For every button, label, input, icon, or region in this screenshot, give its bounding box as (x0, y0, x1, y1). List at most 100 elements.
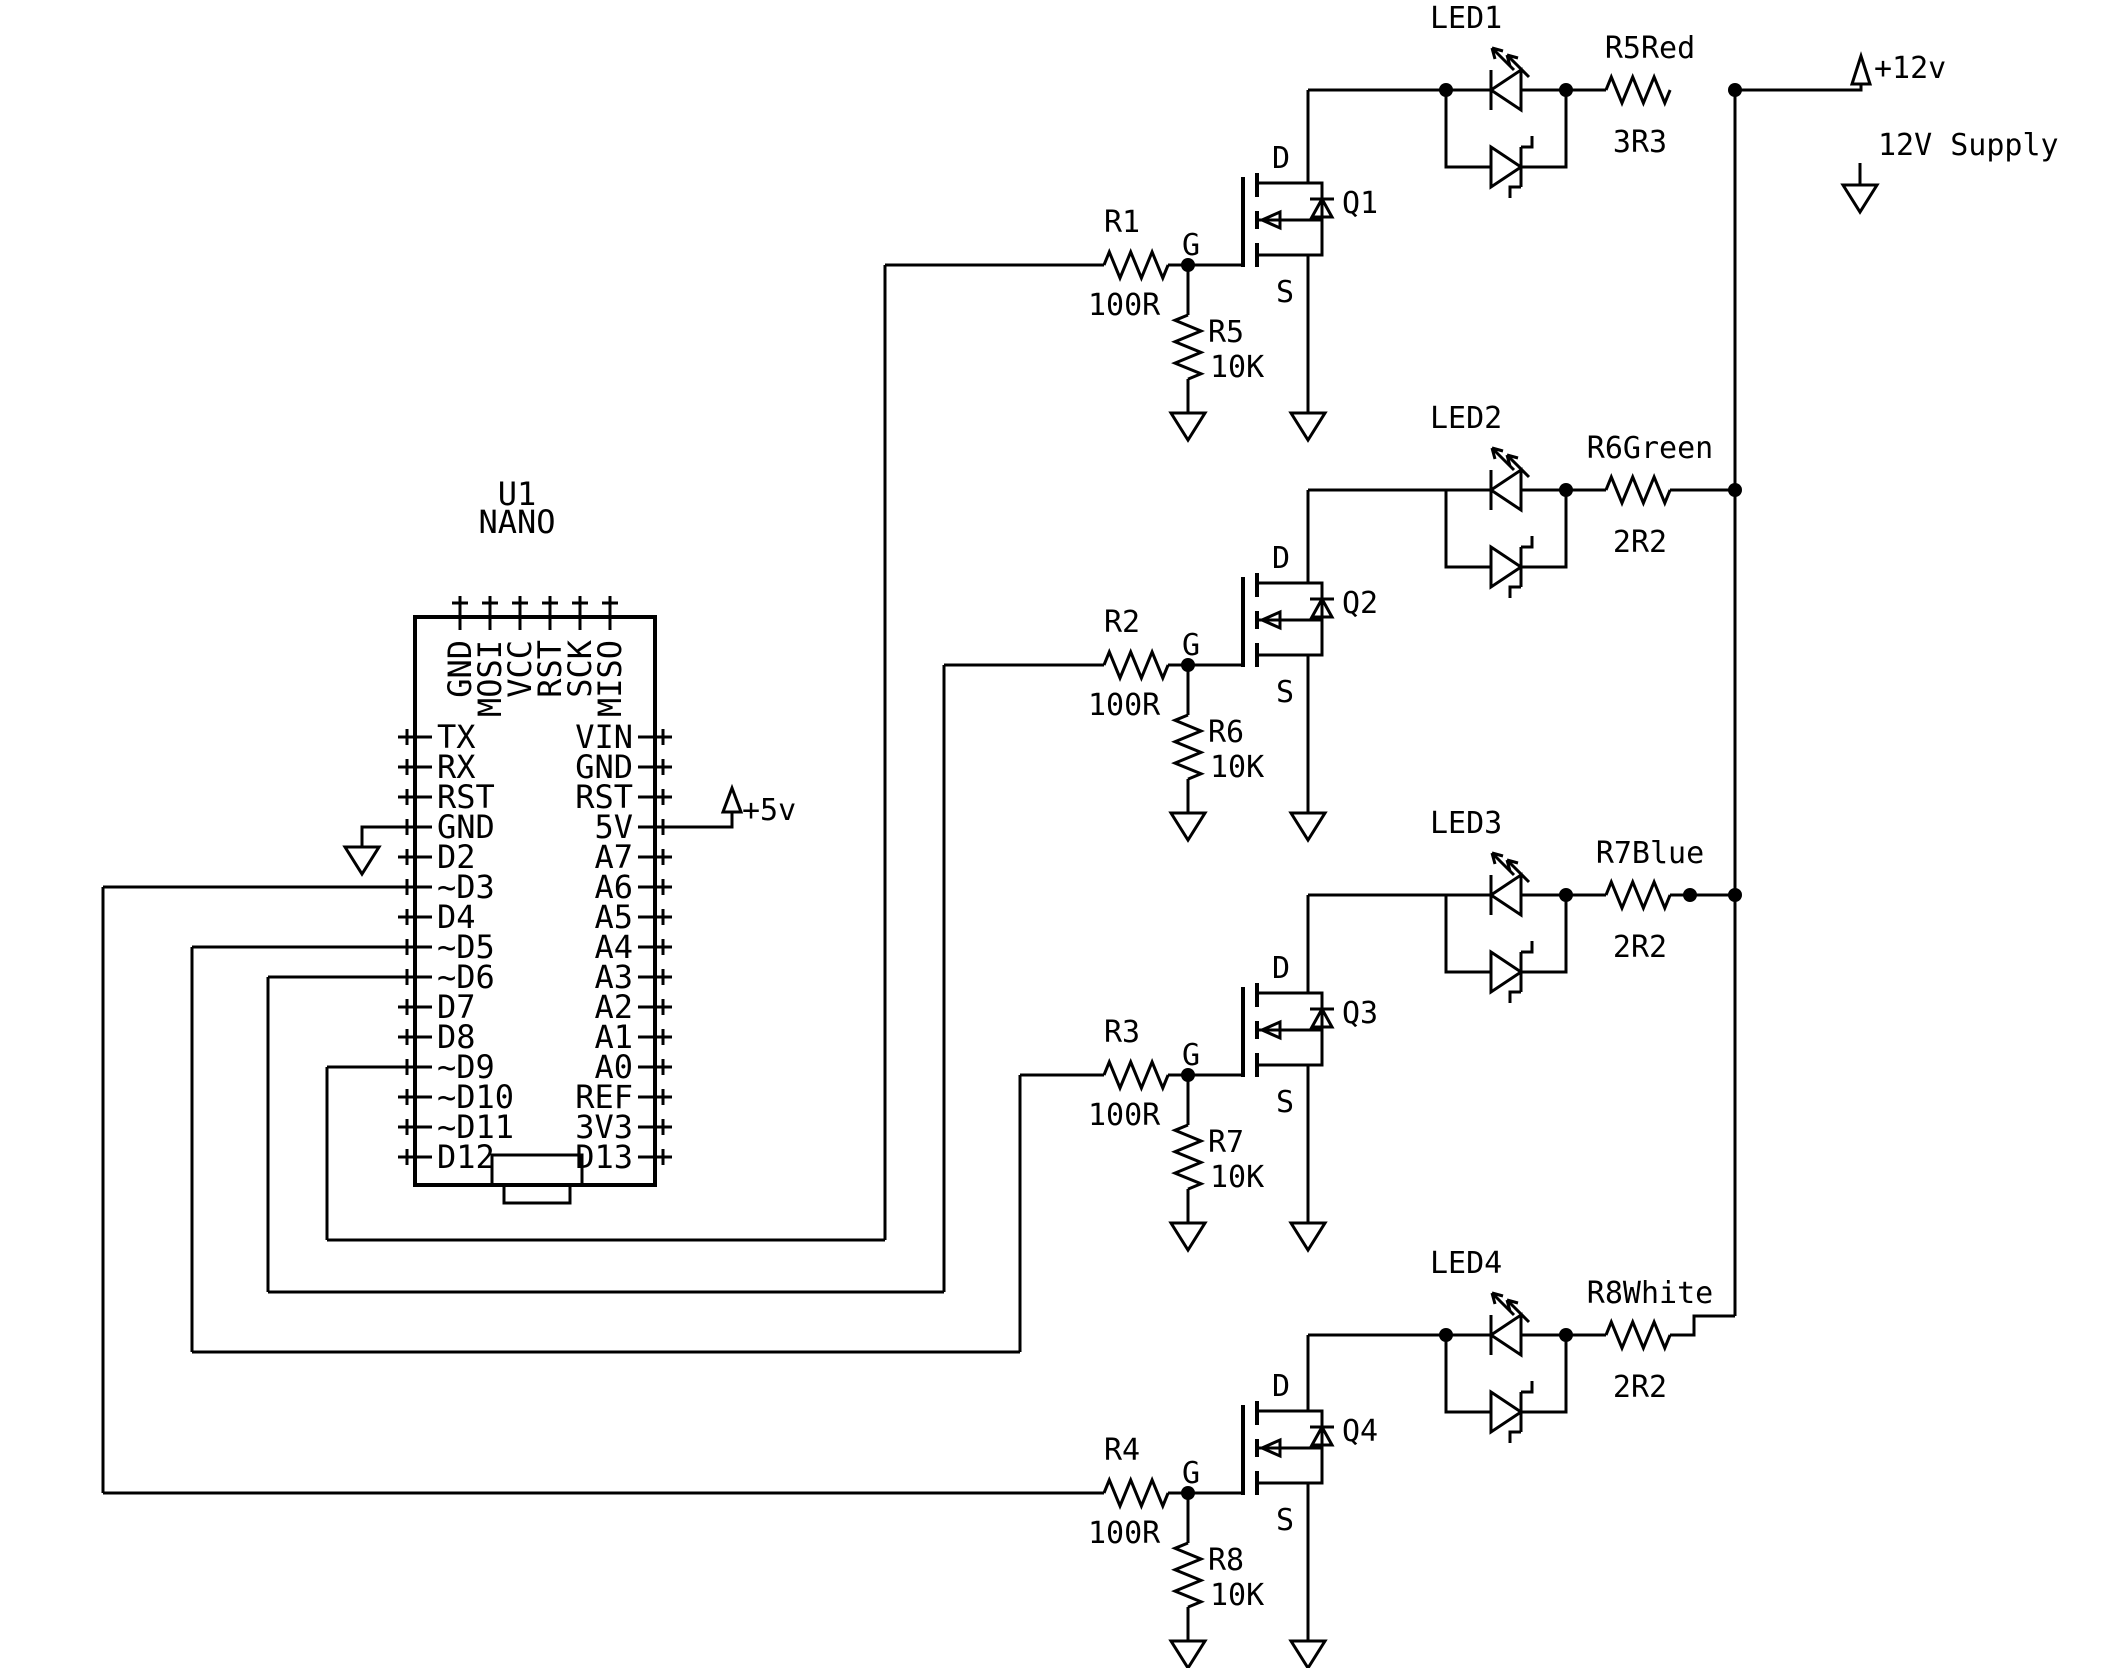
parallel-branch-wire (1444, 1335, 1491, 1414)
pin-label-5V: 5V (594, 808, 633, 846)
body-diode-loop (1308, 581, 1324, 657)
mosfet-ref-label: Q4 (1342, 1414, 1378, 1449)
source-label: S (1276, 675, 1294, 710)
junction-dot (1728, 83, 1742, 97)
ground-icon (342, 845, 382, 877)
pin-label-D13: D13 (575, 1138, 633, 1176)
led-ref-label: LED2 (1430, 401, 1502, 436)
mosfet-arrow-icon (1258, 609, 1282, 631)
resistor-value-label: 10K (1210, 1578, 1264, 1613)
body-diode (1309, 1005, 1335, 1029)
power-arrow-icon (720, 783, 744, 814)
led-emission-arrows-icon (1490, 446, 1516, 472)
parallel-branch-wire (1521, 1335, 1568, 1414)
resistor-R1 (1102, 248, 1170, 282)
pin-label-RX: RX (437, 748, 476, 786)
ground-icon (1168, 1639, 1208, 1668)
pin-label-D3: ~D3 (437, 868, 495, 906)
mcu-ref-label: U1 (498, 475, 537, 513)
resistor-value-label: 2R2 (1613, 1370, 1667, 1405)
rail-end-wire (1670, 1314, 1735, 1337)
pin-label-GND: GND (575, 748, 633, 786)
pin-label-A5: A5 (594, 898, 633, 936)
pin-label-top-VCC: VCC (501, 640, 539, 698)
led-emission-arrows-icon (1490, 46, 1516, 72)
drain-label: D (1272, 951, 1290, 986)
resistor-ref-label: R3 (1104, 1015, 1140, 1050)
ground-icon (1288, 811, 1328, 843)
pin-label-D2: D2 (437, 838, 476, 876)
ground-icon (1288, 1221, 1328, 1253)
pin-label-RST: RST (437, 778, 495, 816)
source-label: S (1276, 275, 1294, 310)
resistor-value-label: 100R (1088, 1516, 1161, 1551)
led-ref-label: LED1 (1430, 1, 1502, 36)
pin-label-TX: TX (437, 718, 476, 756)
junction-dot (1439, 1328, 1453, 1342)
pin-label-D6: ~D6 (437, 958, 495, 996)
mosfet-ref-label: Q2 (1342, 586, 1378, 621)
resistor-R7 (1171, 1123, 1205, 1191)
mosfet-ref-label: Q3 (1342, 996, 1378, 1031)
parallel-branch-wire (1521, 90, 1568, 169)
pin-label-A7: A7 (594, 838, 633, 876)
resistor-value-label: 10K (1210, 1160, 1264, 1195)
resistor-ref-label: R5Red (1605, 31, 1695, 66)
resistor-value-label: 2R2 (1613, 930, 1667, 965)
resistor-value-label: 100R (1088, 1098, 1161, 1133)
drain-label: D (1272, 1369, 1290, 1404)
pin-label-D7: D7 (437, 988, 476, 1026)
junction-dot (1728, 888, 1742, 902)
resistor-ref-label: R2 (1104, 605, 1140, 640)
pin-label-A3: A3 (594, 958, 633, 996)
source-label: S (1276, 1503, 1294, 1538)
resistor-R4 (1102, 1476, 1170, 1510)
pin-label-D10: ~D10 (437, 1078, 514, 1116)
led-ref-label: LED3 (1430, 806, 1502, 841)
pin-label-RST: RST (575, 778, 633, 816)
led-LED2 (1488, 467, 1523, 513)
junction-dot (1559, 1328, 1573, 1342)
led-LED4 (1488, 1312, 1523, 1358)
resistor-ref-label: R6 (1208, 715, 1244, 750)
gate-node-label: G (1182, 228, 1200, 263)
junction-dot (1683, 888, 1697, 902)
resistor-value-label: 10K (1210, 750, 1264, 785)
led-emission-arrows-icon (1505, 1298, 1531, 1324)
resistor-R6 (1171, 713, 1205, 781)
schottky-diode (1489, 1389, 1524, 1435)
ground-icon (1840, 183, 1880, 215)
schottky-hook (1521, 1381, 1534, 1394)
resistor-ref-label: R7 (1208, 1125, 1244, 1160)
resistor-R8 (1171, 1541, 1205, 1609)
led-emission-arrows-icon (1505, 453, 1531, 479)
led-ref-label: LED4 (1430, 1246, 1502, 1281)
resistor-ref-label: R1 (1104, 205, 1140, 240)
drain-label: D (1272, 141, 1290, 176)
junction-dot (1559, 888, 1573, 902)
parallel-branch-wire (1521, 895, 1568, 974)
gate-node-label: G (1182, 1038, 1200, 1073)
pin-label-A2: A2 (594, 988, 633, 1026)
resistor-R6Green (1604, 473, 1672, 507)
mosfet-arrow-icon (1258, 1019, 1282, 1041)
usb-connector-icon (490, 1153, 584, 1187)
schottky-hook (1508, 1430, 1521, 1443)
usb-connector-icon (502, 1183, 572, 1205)
schottky-diode (1489, 949, 1524, 995)
body-diode-loop (1308, 1409, 1324, 1485)
pin-label-D4: D4 (437, 898, 476, 936)
schottky-hook (1508, 990, 1521, 1003)
body-diode-loop (1308, 991, 1324, 1067)
pin-label-A0: A0 (594, 1048, 633, 1086)
pin-label-top-MISO: MISO (591, 640, 629, 717)
led-LED1 (1488, 67, 1523, 113)
resistor-R5 (1171, 313, 1205, 381)
supply-label: 12V Supply (1878, 128, 2059, 163)
resistor-ref-label: R4 (1104, 1433, 1140, 1468)
pin-label-REF: REF (575, 1078, 633, 1116)
pin-label-GND: GND (437, 808, 495, 846)
pin-label-top-SCK: SCK (561, 639, 599, 698)
junction-dot (1439, 83, 1453, 97)
ground-icon (1288, 1639, 1328, 1668)
